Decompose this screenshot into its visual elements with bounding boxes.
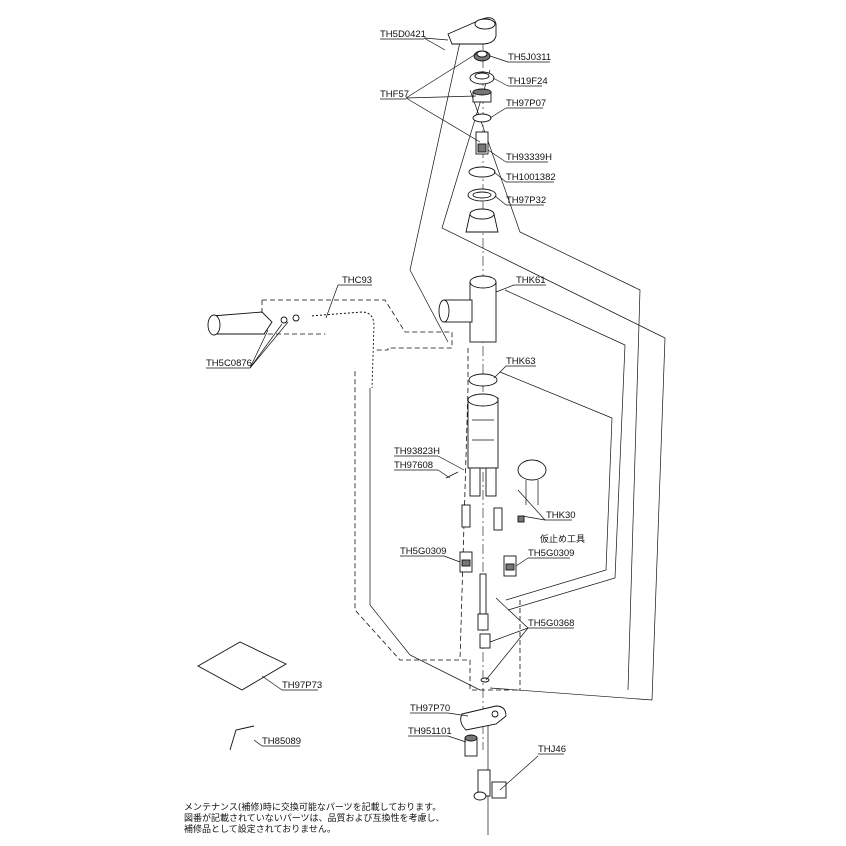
cap-part (473, 50, 491, 62)
label-TH1001382: TH1001382 (506, 172, 556, 183)
label-TH951101: TH951101 (408, 726, 452, 737)
pin-part (445, 471, 459, 479)
label-THJ46: THJ46 (538, 744, 566, 755)
label-THK30: THK30 (546, 510, 576, 521)
label-TH93339H: TH93339H (506, 152, 552, 163)
spout-nozzle-part (207, 311, 300, 336)
label-TH97608: TH97608 (394, 460, 433, 471)
inlet-pipe-right-part (493, 507, 503, 531)
note-line-3: 補修品として設定されておりません。 (184, 823, 336, 835)
label-TH5D0421: TH5D0421 (380, 29, 426, 40)
label-THK61: THK61 (516, 275, 546, 286)
lower-pipe-part (477, 573, 489, 631)
label-temp-tool: 仮止め工具 (540, 533, 585, 545)
label-TH19F24: TH19F24 (508, 76, 548, 87)
note-line-1: メンテナンス(補修)時に交換可能なパーツを記載しております。 (184, 801, 441, 813)
label-TH5C0876: TH5C0876 (206, 358, 252, 369)
label-TH5G0368: TH5G0368 (528, 618, 574, 629)
label-TH85089: TH85089 (262, 736, 301, 747)
bottom-joint-part (473, 769, 507, 801)
inlet-pipe-left-part (461, 504, 471, 528)
faucet-body-part (438, 275, 497, 343)
mounting-bracket-part (460, 705, 507, 731)
label-TH5J0311: TH5J0311 (508, 52, 551, 63)
part-labels: TH5D0421 TH5J0311 TH19F24 THF57 TH97P07 … (206, 29, 585, 755)
check-valve-right-part (503, 555, 517, 577)
fixing-nut-part (464, 734, 478, 757)
lower-oring-part (468, 373, 498, 387)
label-TH97P70: TH97P70 (410, 703, 450, 714)
nut-part (472, 88, 492, 103)
upper-nut-part (469, 71, 495, 85)
routing-lines (369, 41, 666, 835)
valve-body-part (467, 393, 499, 497)
label-TH5G0309-left: TH5G0309 (400, 546, 446, 557)
temp-tool-part (517, 459, 547, 523)
label-THC93: THC93 (342, 275, 372, 286)
cartridge-body-part (465, 208, 499, 233)
maintenance-note: メンテナンス(補修)時に交換可能なパーツを記載しております。 図番が記載されてい… (184, 801, 445, 835)
small-oring-part (472, 113, 492, 123)
gasket-part (467, 188, 497, 202)
check-valve-left-part (459, 551, 473, 573)
cartridge-stem-part (475, 131, 489, 155)
hex-wrench-part (229, 725, 255, 751)
label-THK63: THK63 (506, 356, 536, 367)
hose-part (309, 310, 376, 389)
lever-handle-part (447, 17, 497, 45)
connector-part (479, 633, 491, 683)
label-TH97P32: TH97P32 (506, 195, 546, 206)
oring-part (468, 166, 496, 178)
label-TH97P07: TH97P07 (506, 98, 546, 109)
label-THF57: THF57 (380, 89, 409, 100)
label-TH93823H: TH93823H (394, 446, 440, 457)
label-TH97P73: TH97P73 (282, 680, 322, 691)
note-line-2: 図番が記載されていないパーツは、品質および互換性を考慮し、 (184, 812, 445, 824)
sheet-part (197, 641, 287, 691)
leader-lines (249, 37, 546, 791)
label-TH5G0309-right: TH5G0309 (528, 548, 574, 559)
